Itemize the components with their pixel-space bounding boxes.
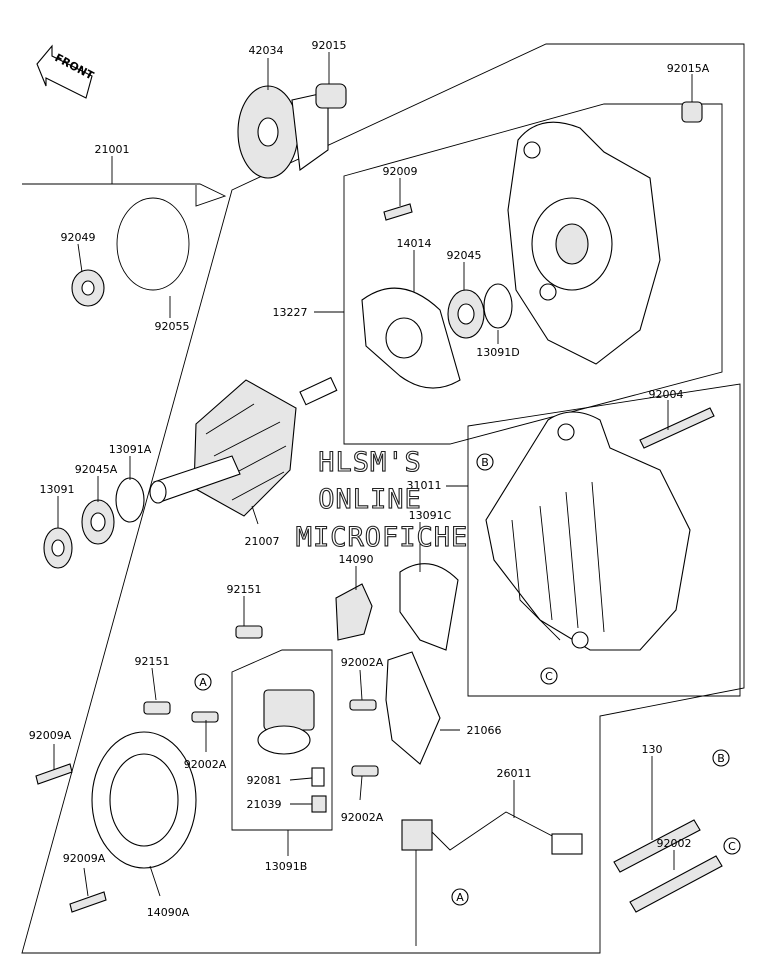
screw-92002a-2-part — [349, 699, 377, 711]
ref-circle-c-1: C — [540, 667, 558, 685]
part-label-13091C: 13091C — [409, 509, 452, 522]
ref-circle-a-1: A — [194, 673, 212, 691]
rectifier-part — [385, 651, 441, 765]
ref-circle-b-1: B — [476, 453, 494, 471]
ref-circle-b-2: B — [712, 749, 730, 767]
svg-text:B: B — [481, 456, 489, 469]
part-label-42034: 42034 — [249, 44, 284, 57]
part-label-92151-b: 92151 — [135, 655, 170, 668]
part-label-14090A: 14090A — [147, 906, 190, 919]
part-label-21001: 21001 — [95, 143, 130, 156]
assembly-outline-31011 — [467, 383, 741, 697]
bearing-92045-part — [447, 289, 485, 339]
screw-92002a-1-part — [191, 711, 219, 723]
part-label-21039: 21039 — [247, 798, 282, 811]
nut-part — [315, 83, 347, 109]
part-label-13091B: 13091B — [265, 860, 308, 873]
part-label-92004: 92004 — [649, 388, 684, 401]
assembly-outline-13091B — [231, 649, 333, 831]
bearing-92049-part — [71, 269, 105, 307]
screw-92151-b-part — [143, 701, 171, 715]
ref-circle-c-2: C — [723, 837, 741, 855]
part-label-92009A-1: 92009A — [29, 729, 72, 742]
part-label-92049: 92049 — [61, 231, 96, 244]
part-label-21007: 21007 — [245, 535, 280, 548]
bolt-92002-part — [629, 855, 723, 913]
part-label-92002A-3: 92002A — [341, 811, 384, 824]
screw-92009a-2-part — [69, 891, 107, 913]
assembly-outline-13227 — [343, 103, 723, 445]
part-label-92055: 92055 — [155, 320, 190, 333]
assembly-outline-21001 — [21, 43, 745, 954]
bearing-92045a-part — [81, 499, 115, 545]
rotor-part — [149, 376, 338, 517]
brush-21039-part — [311, 795, 327, 813]
part-label-13091D: 13091D — [476, 346, 519, 359]
ring-13091a-part — [115, 477, 145, 523]
svg-text:A: A — [199, 676, 207, 689]
part-label-130: 130 — [642, 743, 663, 756]
part-label-92045: 92045 — [447, 249, 482, 262]
svg-text:B: B — [717, 752, 725, 765]
rear-cover-part — [91, 731, 197, 869]
part-label-92045A: 92045A — [75, 463, 118, 476]
cover-13091c-part — [399, 563, 459, 651]
part-label-92002A-1: 92002A — [341, 656, 384, 669]
rear-housing-part — [485, 411, 691, 651]
spring-92081-part — [311, 767, 325, 787]
svg-text:A: A — [456, 891, 464, 904]
screw-92009a-1-part — [35, 763, 73, 785]
part-label-92015A: 92015A — [667, 62, 710, 75]
part-label-26011: 26011 — [497, 767, 532, 780]
front-arrow-icon: FRONT — [36, 44, 96, 99]
screw-92009-part — [383, 203, 413, 221]
part-label-13091: 13091 — [40, 483, 75, 496]
watermark: HLSM'S ONLINE MICROFICHE — [295, 446, 469, 553]
watermark-line-2: ONLINE — [318, 484, 422, 515]
part-label-13227: 13227 — [273, 306, 308, 319]
part-label-21066: 21066 — [467, 724, 502, 737]
leader-lines — [53, 52, 693, 897]
part-label-92015: 92015 — [312, 39, 347, 52]
pulley-part — [237, 85, 329, 179]
front-housing-part — [507, 121, 661, 365]
part-label-14090: 14090 — [339, 553, 374, 566]
screw-92151-a-part — [235, 625, 263, 639]
collar-13091-part — [43, 527, 73, 569]
o-ring-part — [116, 197, 190, 291]
part-label-14014: 14014 — [397, 237, 432, 250]
bolt-130-part — [613, 819, 701, 873]
part-label-92009: 92009 — [383, 165, 418, 178]
part-label-13091A: 13091A — [109, 443, 152, 456]
part-label-92002: 92002 — [657, 837, 692, 850]
part-label-92151-a: 92151 — [227, 583, 262, 596]
part-label-92081: 92081 — [247, 774, 282, 787]
part-label-92009A-2: 92009A — [63, 852, 106, 865]
lead-wire-part — [401, 811, 583, 946]
regulator-part — [257, 689, 315, 755]
part-label-92002A-2: 92002A — [184, 758, 227, 771]
brush-holder-part — [335, 583, 373, 641]
watermark-line-1: HLSM'S — [318, 447, 422, 478]
screw-92002a-3-part — [351, 765, 379, 777]
part-label-31011: 31011 — [407, 479, 442, 492]
nut-92015a-part — [681, 101, 703, 123]
svg-text:C: C — [545, 670, 553, 683]
ring-13091d-part — [483, 283, 513, 329]
watermark-line-3: MICROFICHE — [296, 522, 469, 553]
svg-text:C: C — [728, 840, 736, 853]
bolt-92004-part — [639, 407, 715, 449]
ref-circle-a-2: A — [451, 888, 469, 906]
